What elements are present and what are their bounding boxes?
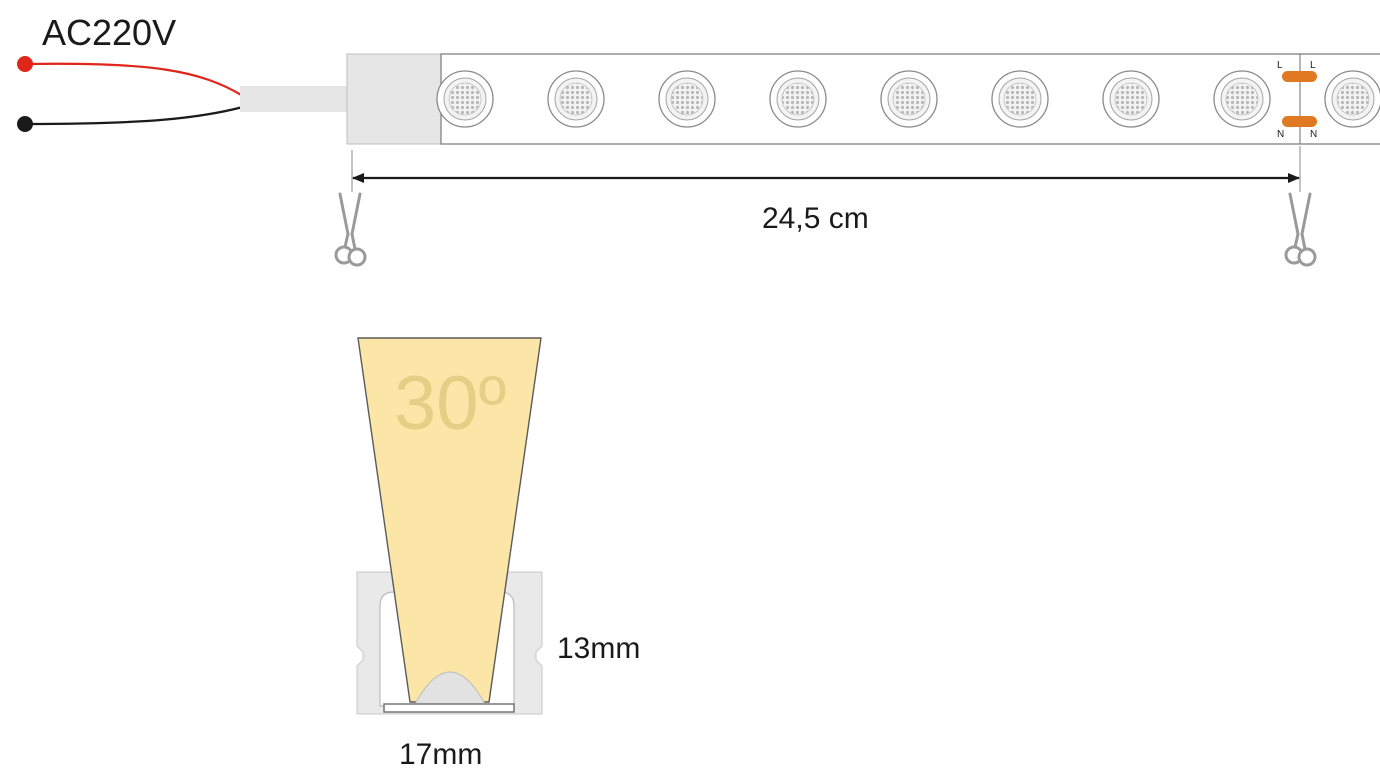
led-chip bbox=[880, 70, 938, 128]
led-strip bbox=[346, 53, 1380, 145]
led-chip bbox=[991, 70, 1049, 128]
led-chip bbox=[1213, 70, 1271, 128]
live-solder-pad bbox=[1282, 71, 1317, 82]
pcb-base bbox=[383, 703, 515, 713]
live-terminal-dot bbox=[17, 56, 33, 72]
neutral-wire bbox=[24, 105, 244, 126]
led-chip bbox=[658, 70, 716, 128]
live-mark-left: L bbox=[1277, 60, 1283, 71]
scissors-icon-right bbox=[1284, 192, 1317, 267]
neutral-mark-left: N bbox=[1277, 129, 1285, 140]
neutral-terminal-dot bbox=[17, 116, 33, 132]
light-beam bbox=[357, 337, 542, 703]
power-wires bbox=[17, 56, 348, 132]
profile-width-label: 17mm bbox=[399, 738, 483, 771]
cut-length-label: 24,5 cm bbox=[762, 202, 869, 235]
neutral-solder-pad bbox=[1282, 116, 1317, 127]
led-chip bbox=[436, 70, 494, 128]
scissors-icon-left bbox=[334, 192, 367, 267]
led-chip bbox=[1102, 70, 1160, 128]
led-chips bbox=[436, 70, 1380, 128]
neutral-mark-right: N bbox=[1310, 129, 1318, 140]
end-cap bbox=[346, 53, 443, 145]
cable-jacket bbox=[240, 86, 348, 112]
led-chip bbox=[769, 70, 827, 128]
live-mark-right: L bbox=[1310, 60, 1316, 71]
led-chip bbox=[1324, 70, 1380, 128]
led-dome bbox=[414, 671, 486, 705]
voltage-label: AC220V bbox=[42, 12, 177, 53]
profile-cross-section bbox=[356, 337, 543, 715]
profile-height-label: 13mm bbox=[557, 632, 641, 665]
length-dimension bbox=[351, 146, 1301, 192]
led-chip bbox=[547, 70, 605, 128]
live-wire bbox=[24, 62, 244, 97]
beam-angle-label: 30º bbox=[394, 361, 507, 446]
